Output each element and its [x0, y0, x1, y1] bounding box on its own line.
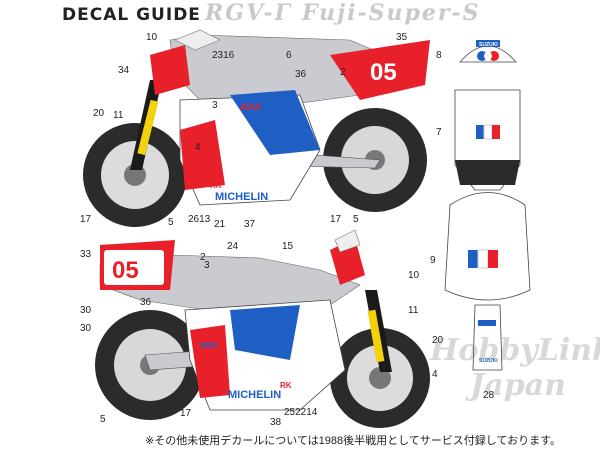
callout: 30 — [80, 323, 92, 334]
callout: 11 — [113, 110, 124, 121]
callout: 2 — [200, 252, 206, 263]
callout: 6 — [286, 50, 292, 61]
watermark-line1: HobbyLink — [429, 333, 600, 368]
watermark-line2: Japan — [465, 368, 566, 403]
callout: 5 — [353, 214, 359, 225]
callout: 8 — [436, 50, 442, 61]
callout: 2 — [340, 67, 346, 78]
top-fork-decal — [137, 99, 159, 156]
bottom-motorcycle: 05 NGK RK MICHELIN — [95, 229, 430, 428]
top-callouts: 10 2316 34 6 35 2 36 20 11 3 5 17 2613 2… — [80, 32, 408, 230]
callout: 11 — [408, 305, 419, 316]
bottom-fork-decal — [367, 309, 385, 363]
top-windscreen — [174, 29, 221, 51]
top-down-views: SUZUKI SUZUKI 8 7 9 28 — [430, 40, 531, 401]
top-race-number: 05 — [370, 59, 397, 86]
title-bar: DECAL GUIDE RGV-Γ Fuji-Super-S — [0, 0, 600, 30]
top-blue-sweep — [230, 90, 320, 155]
view-front-fairing — [444, 192, 531, 301]
callout: 5 — [348, 410, 354, 421]
callout: 33 — [80, 249, 92, 260]
view-seat — [455, 160, 520, 185]
top-red-sweep — [180, 120, 225, 190]
callout: 35 — [396, 32, 408, 43]
bottom-race-number: 05 — [112, 257, 139, 284]
callout: 2316 — [212, 50, 235, 61]
top-front-wheel — [83, 123, 187, 227]
callout: 252214 — [284, 407, 318, 418]
callout: 7 — [436, 127, 442, 138]
callout: 34 — [118, 65, 130, 76]
bottom-windscreen — [334, 229, 361, 253]
callout: 5 — [168, 217, 174, 228]
callout: 10 — [408, 270, 420, 281]
top-michelin-logo: MICHELIN — [215, 191, 268, 203]
callout: 9 — [430, 255, 436, 266]
callout: 4 — [432, 369, 438, 380]
callout: 17 — [330, 214, 342, 225]
footer-note: ※その他未使用デカールについては1988後半戦用としてサービス付録しております。 — [145, 435, 562, 447]
callout: 30 — [80, 305, 92, 316]
callout: 21 — [214, 219, 226, 230]
callout: 17 — [180, 408, 192, 419]
watermark: HobbyLink Japan — [429, 333, 600, 403]
bottom-callouts: 33 2 24 15 36 30 30 10 11 20 4 5 17 38 2… — [80, 241, 444, 428]
callout: 4 — [195, 142, 201, 153]
bottom-front-wheel — [330, 328, 430, 428]
callout: 3 — [212, 100, 218, 111]
bottom-ngk-logo: NGK — [200, 341, 218, 350]
callout: 36 — [295, 69, 307, 80]
top-motorcycle: 05 AVIA RK MICHELIN — [83, 29, 430, 227]
callout: 24 — [227, 241, 239, 252]
callout: 28 — [483, 390, 495, 401]
callout: 38 — [270, 417, 282, 428]
callout: 36 — [140, 297, 152, 308]
page-title: DECAL GUIDE — [62, 5, 201, 25]
callout: 17 — [80, 214, 92, 225]
bottom-red-sweep — [190, 325, 230, 398]
callout: 3 — [204, 260, 210, 271]
top-nose-red — [150, 45, 190, 95]
callout: 20 — [93, 108, 105, 119]
model-subtitle: RGV-Γ Fuji-Super-S — [205, 0, 481, 26]
top-rk-logo: RK — [210, 181, 222, 190]
suzuki-text: SUZUKI — [479, 42, 498, 48]
fender-suzuki-text: SUZUKI — [479, 358, 498, 364]
bottom-blue-sweep — [230, 305, 300, 360]
top-avia-logo: AVIA — [239, 102, 261, 112]
bottom-rk-logo: RK — [280, 381, 292, 390]
callout: 37 — [244, 219, 256, 230]
callout: 2613 — [188, 214, 211, 225]
callout: 10 — [146, 32, 158, 43]
callout: 5 — [100, 414, 106, 425]
callout: 15 — [282, 241, 294, 252]
bottom-michelin-logo: MICHELIN — [228, 389, 281, 401]
bottom-number-plate — [104, 250, 164, 285]
suzuki-badge — [476, 40, 500, 47]
top-tail-red — [330, 40, 430, 100]
callout: 20 — [432, 335, 444, 346]
